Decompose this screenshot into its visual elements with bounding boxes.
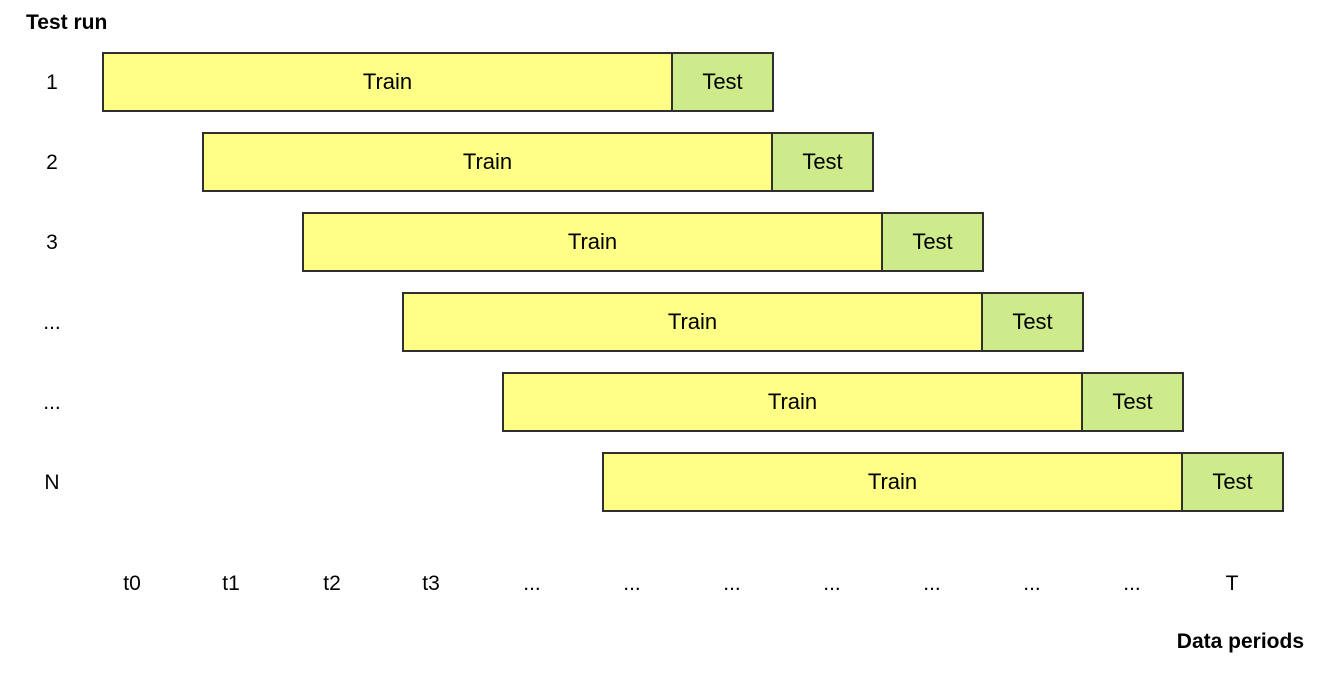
run-bar: Train Test — [102, 52, 774, 112]
train-segment: Train — [102, 52, 673, 112]
run-label: 2 — [46, 151, 58, 174]
period-tick: t0 — [123, 572, 141, 595]
run-label: 3 — [46, 231, 58, 254]
train-segment: Train — [502, 372, 1083, 432]
test-segment: Test — [1083, 372, 1184, 432]
run-label: ... — [43, 391, 61, 414]
period-tick: t3 — [422, 572, 440, 595]
test-segment: Test — [1183, 452, 1284, 512]
run-bar: Train Test — [402, 292, 1084, 352]
test-segment: Test — [673, 52, 774, 112]
test-segment: Test — [983, 292, 1084, 352]
period-tick: t2 — [323, 572, 341, 595]
run-bar: Train Test — [602, 452, 1284, 512]
run-label: N — [44, 471, 60, 494]
period-tick: ... — [623, 572, 641, 595]
x-axis-title: Data periods — [1176, 630, 1304, 653]
run-label: 1 — [46, 71, 58, 94]
period-tick: ... — [923, 572, 941, 595]
period-tick: ... — [523, 572, 541, 595]
run-bar: Train Test — [202, 132, 874, 192]
period-tick: ... — [1123, 572, 1141, 595]
period-tick: ... — [823, 572, 841, 595]
run-label: ... — [43, 311, 61, 334]
period-tick: T — [1225, 572, 1239, 595]
run-bar: Train Test — [502, 372, 1184, 432]
train-segment: Train — [602, 452, 1183, 512]
y-axis-title: Test run — [26, 11, 108, 34]
period-tick: ... — [723, 572, 741, 595]
train-segment: Train — [202, 132, 773, 192]
period-tick: t1 — [222, 572, 240, 595]
train-segment: Train — [302, 212, 883, 272]
period-tick: ... — [1023, 572, 1041, 595]
train-segment: Train — [402, 292, 983, 352]
test-segment: Test — [773, 132, 874, 192]
run-bar: Train Test — [302, 212, 984, 272]
test-segment: Test — [883, 212, 984, 272]
